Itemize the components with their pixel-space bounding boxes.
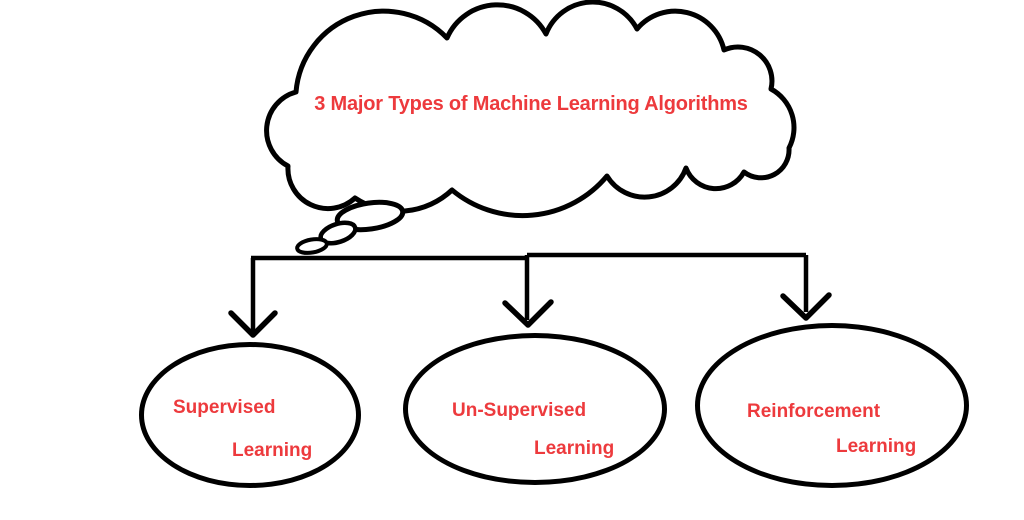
down-arrow-left-head-icon	[228, 310, 278, 338]
node-unsupervised-label-line1: Un-Supervised	[452, 400, 587, 421]
cloud-title: 3 Major Types of Machine Learning Algori…	[314, 93, 748, 115]
node-unsupervised-learning: Un-Supervised Learning	[403, 333, 667, 485]
node-reinforcement-learning: Reinforcement Learning	[695, 323, 969, 488]
node-reinforcement-label-line2: Learning	[836, 436, 917, 457]
thought-cloud	[264, 0, 797, 219]
node-supervised-label-line2: Learning	[232, 440, 313, 461]
node-supervised-learning: Supervised Learning	[139, 342, 361, 488]
down-arrow-right-head-icon	[780, 292, 832, 321]
node-reinforcement-label-line1: Reinforcement	[747, 401, 881, 422]
thought-tail-bubble-small	[295, 237, 329, 255]
down-arrow-middle-head-icon	[502, 299, 554, 328]
node-unsupervised-label-line2: Learning	[534, 438, 615, 459]
node-supervised-label-line1: Supervised	[173, 397, 276, 418]
